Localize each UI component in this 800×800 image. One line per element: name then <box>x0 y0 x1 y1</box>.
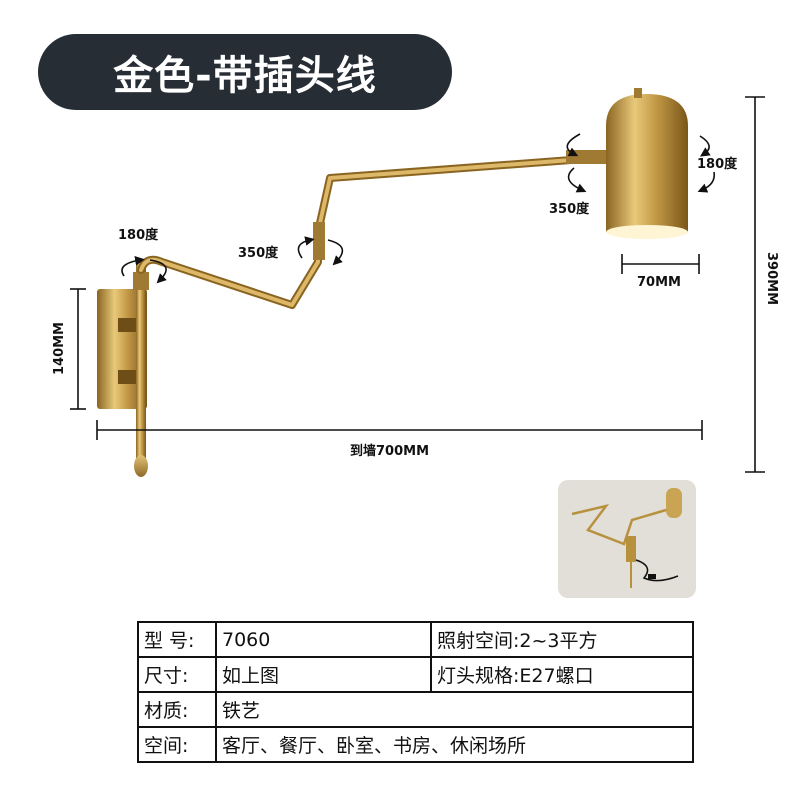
size-value: 如上图 <box>215 656 432 693</box>
material-label: 材质: <box>137 691 217 728</box>
dim-lines <box>70 96 765 473</box>
socket-value: E27螺口 <box>519 665 594 687</box>
swing-arm <box>137 150 606 309</box>
rotate-arrow-shade <box>697 135 716 193</box>
rotate-arrow-head <box>566 133 587 193</box>
label-base-height: 140MM <box>52 322 67 376</box>
size-label: 尺寸: <box>137 656 217 693</box>
spec-table: 型 号: 7060 照射空间:2~3平方 尺寸: 如上图 灯头规格:E27螺口 … <box>137 621 694 763</box>
label-total-height: 390MM <box>764 252 779 306</box>
space-label: 空间: <box>137 726 217 763</box>
material-value: 铁艺 <box>215 691 694 728</box>
rotate-arrow-base <box>121 256 167 284</box>
rotate-arrow-elbow <box>297 236 344 266</box>
label-rot-elbow: 350度 <box>238 246 279 261</box>
socket-cell: 灯头规格:E27螺口 <box>430 656 694 693</box>
label-rot-shade: 180度 <box>697 157 738 172</box>
label-rot-head: 350度 <box>549 202 590 217</box>
product-photo-thumbnail <box>558 480 696 598</box>
model-label: 型 号: <box>137 621 217 658</box>
model-value: 7060 <box>215 621 432 658</box>
title-text: 金色-带插头线 <box>113 53 377 99</box>
wall-plate <box>97 289 147 409</box>
area-label: 照射空间: <box>437 630 520 652</box>
label-shade-width: 70MM <box>637 275 681 290</box>
table-row: 型 号: 7060 照射空间:2~3平方 <box>137 621 694 658</box>
socket-label: 灯头规格: <box>437 665 520 687</box>
area-value: 2~3平方 <box>519 630 598 652</box>
label-rot-base: 180度 <box>118 228 159 243</box>
lamp-rod <box>133 262 149 477</box>
table-row: 尺寸: 如上图 灯头规格:E27螺口 <box>137 656 694 693</box>
label-reach: 到墙700MM <box>350 444 430 459</box>
space-value: 客厅、餐厅、卧室、书房、休闲场所 <box>215 726 694 763</box>
area-cell: 照射空间:2~3平方 <box>430 621 694 658</box>
lamp-shade <box>606 88 688 239</box>
thumbnail-image <box>571 488 682 588</box>
title-banner: 金色-带插头线 <box>38 34 452 110</box>
table-row: 空间: 客厅、餐厅、卧室、书房、休闲场所 <box>137 726 694 763</box>
table-row: 材质: 铁艺 <box>137 691 694 728</box>
